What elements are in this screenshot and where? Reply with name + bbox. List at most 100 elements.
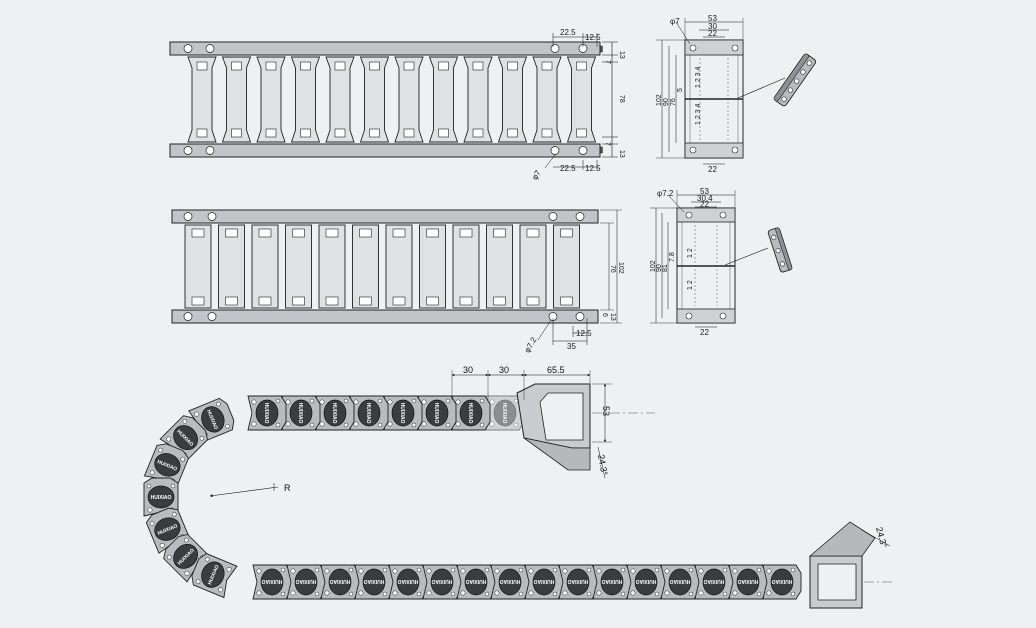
chain-link-hole xyxy=(766,590,772,596)
chain-link-hole xyxy=(484,591,490,597)
chain-link-hole xyxy=(205,557,210,562)
va-rail-hole xyxy=(183,44,193,53)
chain-link: HUIXIAO xyxy=(286,564,326,600)
view-b-side-rails xyxy=(171,209,599,324)
chain-link-hole xyxy=(756,567,762,573)
chain-link-hub xyxy=(201,406,225,433)
chain-link-hole xyxy=(166,436,172,442)
vb-edge: 12.5 xyxy=(576,329,592,338)
chain-link-hole xyxy=(280,567,286,573)
chain-link-hole xyxy=(489,399,495,405)
chain-link-hole xyxy=(562,568,568,574)
vb-crossbar xyxy=(519,224,547,309)
chain-pitch-2: 30 xyxy=(499,365,509,375)
chain-link-hole xyxy=(698,590,704,596)
chain-link-hole xyxy=(218,587,224,593)
vb-crossbar-slot-bottom xyxy=(526,296,540,306)
chain-link-hole xyxy=(216,401,221,407)
va-crossbar-slot-bottom xyxy=(265,128,277,138)
chain-link-hole xyxy=(513,398,519,404)
chain-link-hole xyxy=(382,567,388,573)
chain-link-hub xyxy=(201,561,225,588)
chain-link-hole xyxy=(251,399,257,405)
vb-crossbar xyxy=(352,224,379,309)
va-rail-hole xyxy=(578,146,588,155)
chain-link: HUIXIAO xyxy=(247,395,287,431)
view-b-plan: 35 12.5 φ7.2 76 102 6 13 xyxy=(171,209,624,354)
chain-link-hole xyxy=(146,483,152,489)
chain-link: HUIXIAO xyxy=(490,564,530,600)
chain-link-hole xyxy=(445,398,451,404)
chain-link-brand: HUIXIAO xyxy=(703,578,724,584)
vb-crossbar xyxy=(318,224,346,309)
chain-angle-top: 24.3° xyxy=(596,454,610,477)
view-b-cross-section: 1 2 1 2 53 30.4 22 φ7.2 22 102 90 81 7.8 xyxy=(650,187,769,337)
vb-rail-hole xyxy=(207,212,217,221)
chain-link-hole xyxy=(319,421,325,427)
va-crossbar-slot-top xyxy=(196,61,208,71)
vb-crossbar-slot-bottom xyxy=(560,296,573,306)
chain-link-hub xyxy=(147,485,175,509)
chain-link-brand: HUIXIAO xyxy=(635,578,656,584)
chain-link-hole xyxy=(552,591,558,597)
chain-dimensions: 30 30 65.5 53 24.3° 24.3° R xyxy=(209,365,891,549)
chain-link: HUIXIAO xyxy=(592,564,632,600)
chain-link-hole xyxy=(654,567,660,573)
chain-link-hole xyxy=(194,411,200,417)
chain-link-hole xyxy=(377,422,383,428)
vb-mid-width: 30.4 xyxy=(697,194,713,203)
chain-link-hole xyxy=(309,422,315,428)
chain-link-brand: HUIXIAO xyxy=(365,403,371,424)
chain-height: 53 xyxy=(601,406,611,416)
va-crossbar-slot-top xyxy=(334,61,346,71)
chain-link-hole xyxy=(620,591,626,597)
chain-link-brand: HUIXIAO xyxy=(363,578,384,584)
va-crossbar-slot-bottom xyxy=(369,128,380,138)
vb-crossbar xyxy=(218,224,245,309)
chain-link-hub xyxy=(498,568,522,596)
chain-link-hub xyxy=(566,568,590,596)
chain-link-brand: HUIXIAO xyxy=(669,578,690,584)
va-crossbar xyxy=(532,56,562,143)
vb-bottom-width: 22 xyxy=(700,328,709,337)
chain-link-hole xyxy=(562,590,568,596)
va-crossbar-slot-bottom xyxy=(334,128,346,138)
vb-crossbar-slot-bottom xyxy=(359,296,372,306)
vb-crossbar xyxy=(419,224,446,309)
chain-link-hole xyxy=(416,591,422,597)
vb-crossbar xyxy=(285,224,312,309)
chain-link-hub xyxy=(289,399,313,427)
chain-link-hole xyxy=(182,419,188,424)
va-divider: 5 xyxy=(677,88,684,92)
vb-rail-hole xyxy=(183,212,193,221)
chain-link-hole xyxy=(518,591,524,597)
chain-link-hole xyxy=(596,590,602,596)
vb-crossbar xyxy=(385,224,413,309)
vb-crossbar-slot-bottom xyxy=(191,296,205,306)
chain-link-hub xyxy=(770,568,794,596)
chain-link-hole xyxy=(411,398,417,404)
chain-link-hole xyxy=(147,507,153,513)
chain-link-hub xyxy=(173,425,198,450)
chain-link-hole xyxy=(484,567,490,573)
view-a-cross-section: 1 2 3 4 1 2 3 4 53 30 22 φ7 22 102 90 76… xyxy=(656,14,786,174)
chain-link: HUIXIAO xyxy=(451,395,491,431)
vb-rail-hole xyxy=(575,212,585,221)
chain-link-hub xyxy=(255,399,279,427)
chain-link-hole xyxy=(184,570,190,576)
chain-link: HUIXIAO xyxy=(485,395,525,431)
chain-link-hole xyxy=(494,590,500,596)
chain-link-hole xyxy=(664,568,670,574)
chain-link-hole xyxy=(343,398,349,404)
va-crossbar-slot-bottom xyxy=(507,128,518,138)
chain-link-brand: HUIXIAO xyxy=(501,403,507,424)
chain-side-view: HUIXIAOHUIXIAOHUIXIAOHUIXIAOHUIXIAOHUIXI… xyxy=(143,365,895,609)
vb-crossbar-slot-top xyxy=(560,228,573,238)
va-crossbar xyxy=(497,56,528,143)
chain-link-hole xyxy=(688,591,694,597)
va-crossbar xyxy=(325,56,355,143)
chain-link-brand: HUIXIAO xyxy=(499,578,520,584)
chain-link-hole xyxy=(392,590,398,596)
chain-link-hub xyxy=(294,568,318,596)
chain-link: HUIXIAO xyxy=(660,564,700,600)
